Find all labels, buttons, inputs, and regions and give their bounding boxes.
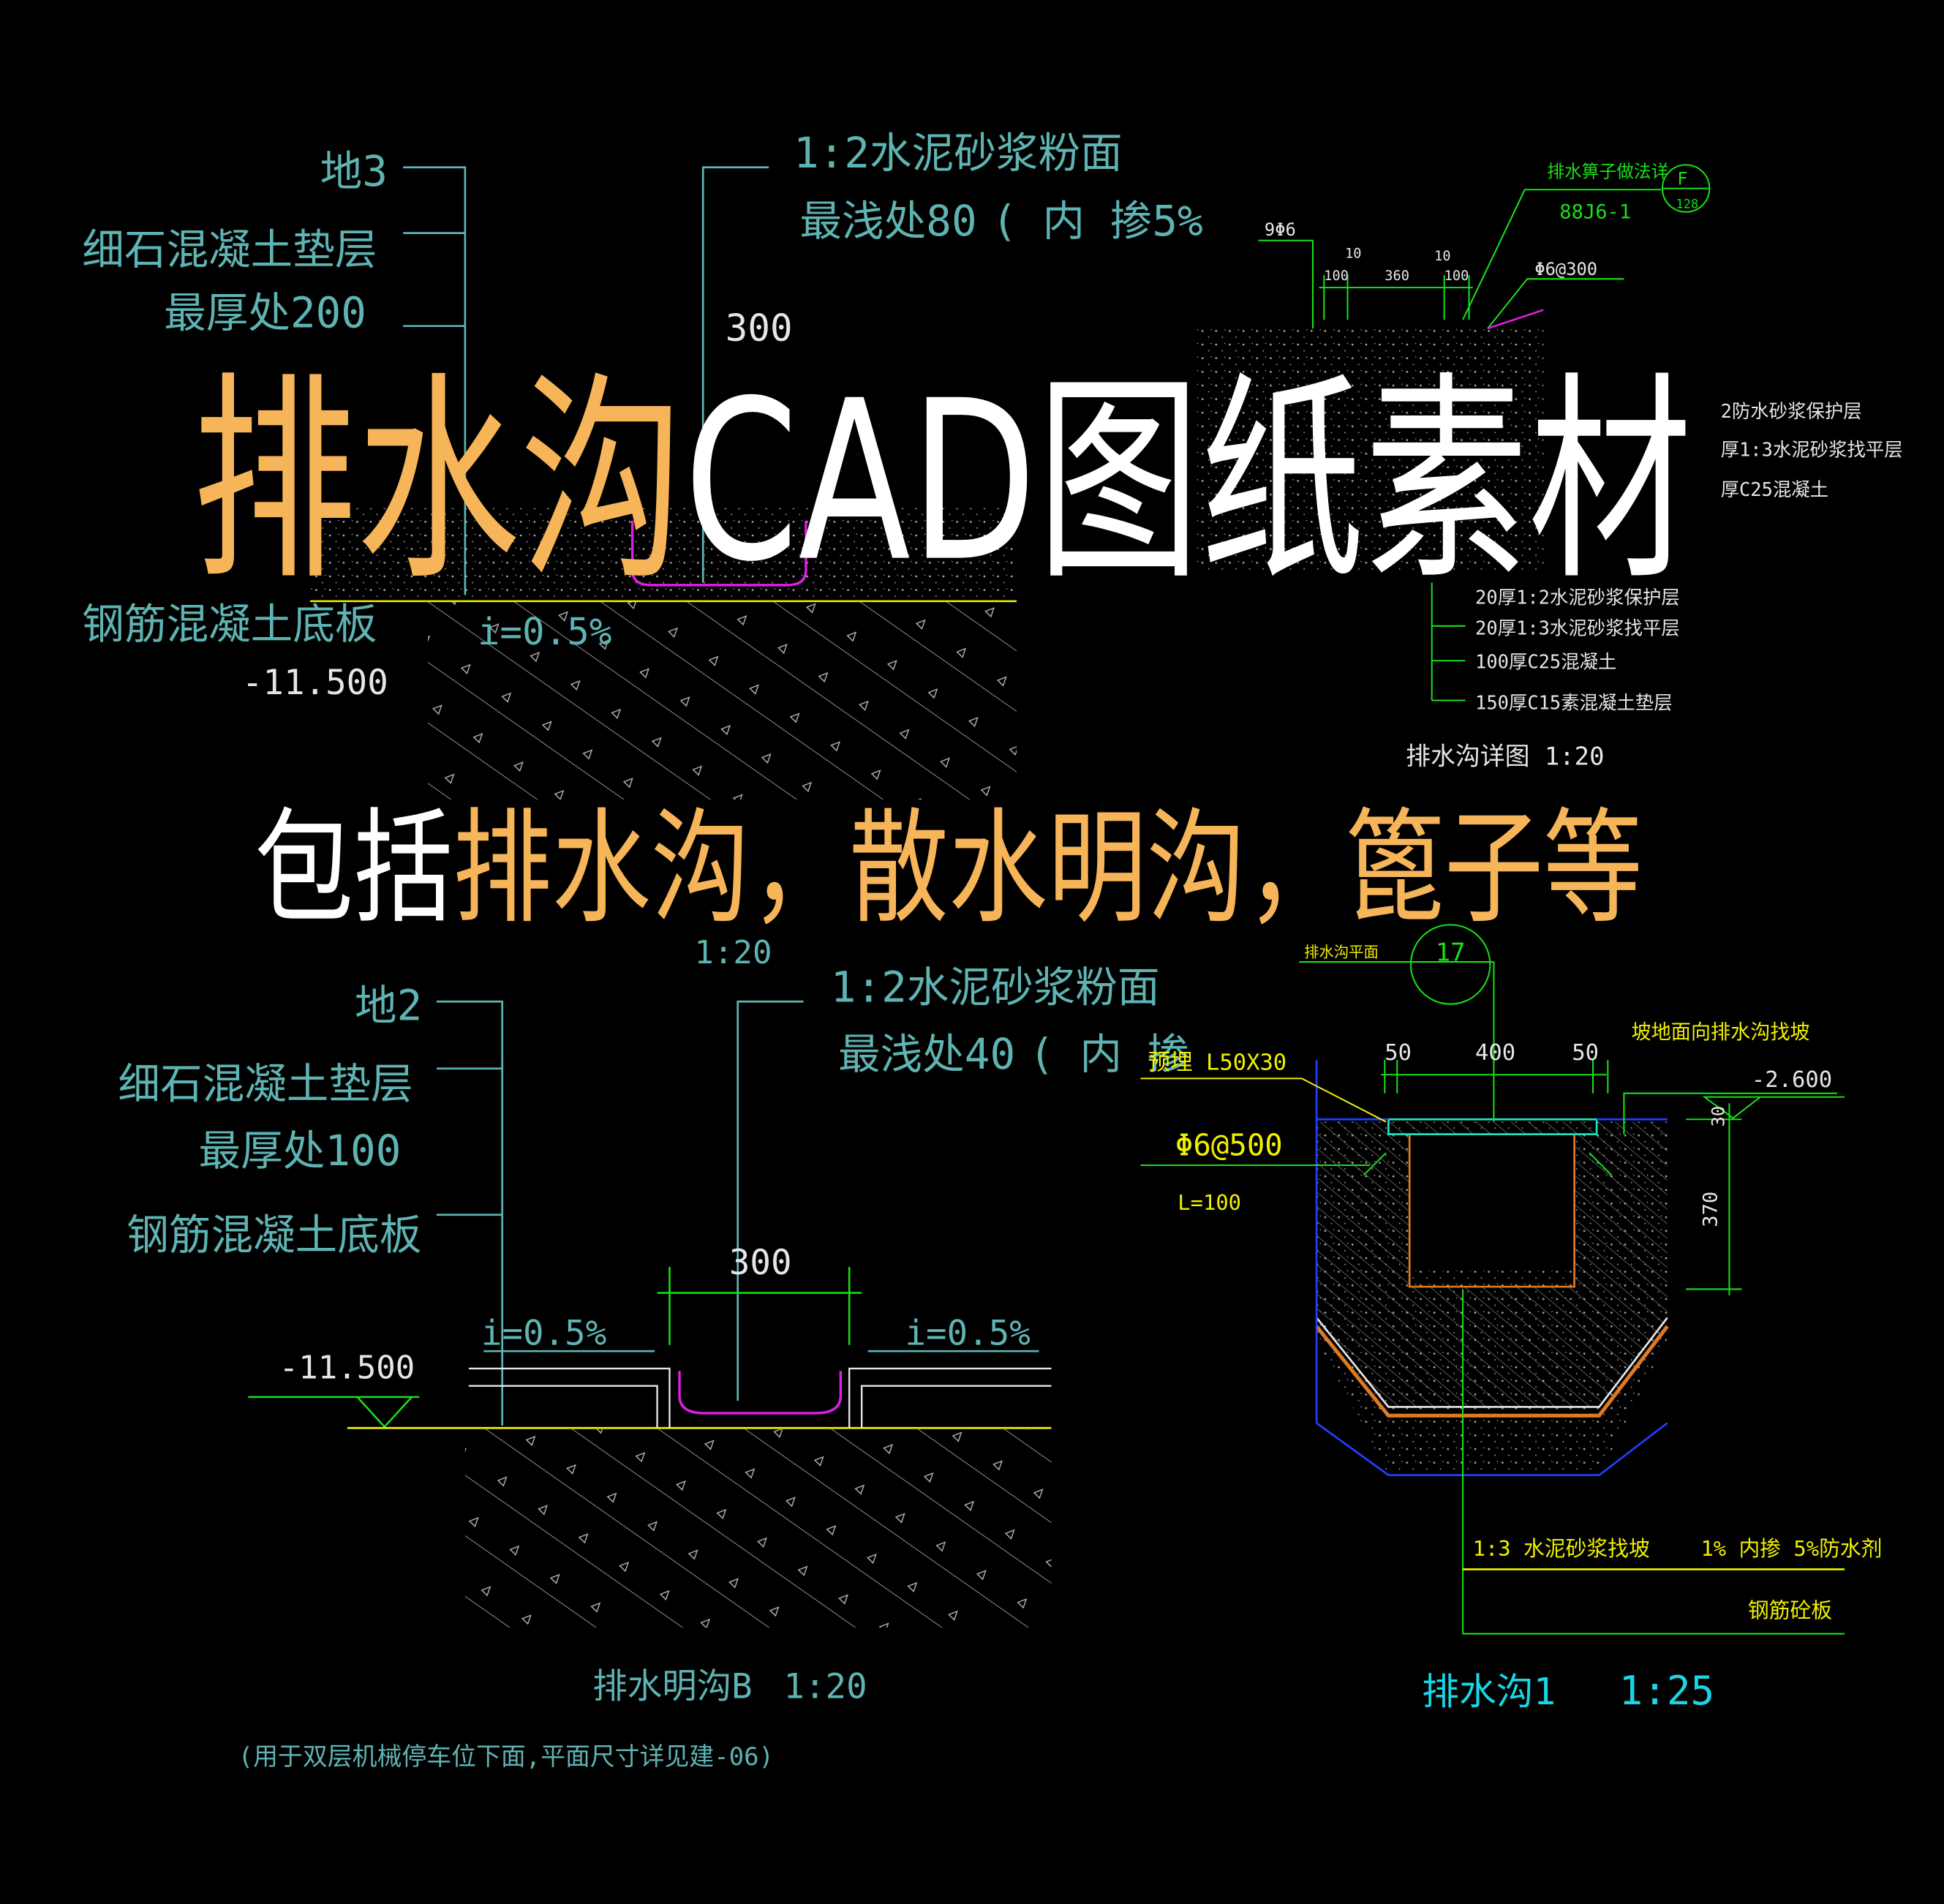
layer1-note: 最厚处200 <box>164 288 366 337</box>
dim-100b: 100 <box>1444 268 1469 284</box>
floor-label: 地3 <box>320 147 388 196</box>
floor-label: 地2 <box>355 982 422 1031</box>
dim-mid: 400 <box>1475 1040 1515 1066</box>
layer-label: 100厚C25混凝土 <box>1475 650 1616 672</box>
side-layer: 厚C25混凝土 <box>1721 478 1829 500</box>
dim-100a: 100 <box>1324 268 1349 284</box>
layer1-note: 最厚处100 <box>199 1126 402 1175</box>
elevation-label: -11.500 <box>279 1349 415 1386</box>
finish-extra: ( 内 掺 <box>1029 1030 1189 1079</box>
grate-ref: 排水箅子做法详 <box>1547 161 1668 181</box>
grate-std: 88J6-1 <box>1559 200 1631 223</box>
drawing-bottom-right: 排水沟平面 17 预埋 L50X30 50 400 50 坡地面向排水沟找坡 -… <box>1140 924 1882 1714</box>
layer-label: 150厚C15素混凝土垫层 <box>1475 691 1673 713</box>
callout-bottom: 128 <box>1676 197 1699 211</box>
callout-top: F <box>1677 169 1687 189</box>
additive-label: 1% 内掺 5%防水剂 <box>1700 1536 1882 1561</box>
usage-note: (用于双层机械停车位下面,平面尺寸详见建-06) <box>238 1742 774 1771</box>
mortar-label: 1:3 水泥砂浆找坡 <box>1473 1536 1650 1561</box>
layer1-label: 细石混凝土垫层 <box>118 1059 412 1108</box>
drawing-bottom-left: 地2 细石混凝土垫层 最厚处100 钢筋混凝土底板 1:2水泥砂浆粉面 最浅处4… <box>118 963 1189 1771</box>
slab-label: 钢筋砼板 <box>1748 1598 1832 1623</box>
rebar-length: L=100 <box>1178 1190 1241 1215</box>
layer1-label: 细石混凝土垫层 <box>82 225 377 274</box>
rebar-label: Φ6@500 <box>1175 1127 1283 1162</box>
width-dim: 300 <box>729 1243 792 1283</box>
scale-label: 1:20 <box>694 934 772 971</box>
dim-10a: 10 <box>1345 246 1361 261</box>
dim-360: 360 <box>1384 268 1409 284</box>
drawing-title: 排水沟详图 1:20 <box>1406 742 1604 771</box>
dim-10b: 10 <box>1434 249 1450 264</box>
subheadline-lead: 包括 <box>255 797 453 941</box>
headline-accent: 排水沟 <box>192 354 684 611</box>
drawing-top-right: 排水箅子做法详 88J6-1 F 128 9Φ6 10 10 100 360 1… <box>1196 161 1903 771</box>
drawing-top-left: 地3 细石混凝土垫层 最厚处200 钢筋混凝土底板 1:2水泥砂浆粉面 最浅处8… <box>82 129 1203 971</box>
finish-label: 1:2水泥砂浆粉面 <box>831 963 1160 1012</box>
layer-label: 20厚1:3水泥砂浆找平层 <box>1475 617 1680 639</box>
drawing-title: 排水明沟B <box>592 1667 752 1707</box>
finish-note: 最浅处80 <box>799 197 976 246</box>
slope-right: i=0.5% <box>905 1314 1030 1354</box>
scale-label: 1:20 <box>783 1667 867 1707</box>
dim-left: 50 <box>1384 1040 1412 1066</box>
side-layer: 2防水砂浆保护层 <box>1721 400 1862 422</box>
slope-left: i=0.5% <box>481 1314 606 1354</box>
finish-extra: ( 内 掺5% <box>992 197 1203 246</box>
layer2-label: 钢筋混凝土底板 <box>82 600 377 649</box>
rebar2: Φ6@300 <box>1534 259 1597 279</box>
scale-label: 1:25 <box>1619 1668 1715 1714</box>
plan-ref: 排水沟平面 <box>1304 943 1379 960</box>
slope-note: 坡地面向排水沟找坡 <box>1632 1021 1810 1044</box>
width-dim: 300 <box>726 306 793 350</box>
layer-label: 20厚1:2水泥砂浆保护层 <box>1475 586 1680 608</box>
embed-label: 预埋 L50X30 <box>1148 1050 1287 1075</box>
subheadline: 包括排水沟，散水明沟，篦子等 <box>255 797 1643 941</box>
elevation-label: -11.500 <box>242 663 388 703</box>
dim-30: 30 <box>1708 1106 1729 1127</box>
headline: 排水沟CAD图纸素材 <box>192 354 1692 611</box>
layer2-label: 钢筋混凝土底板 <box>127 1211 421 1260</box>
side-layer: 厚1:3水泥砂浆找平层 <box>1721 439 1903 461</box>
dim-right: 50 <box>1572 1040 1599 1066</box>
dim-370: 370 <box>1699 1192 1722 1227</box>
slope-label: i=0.5% <box>478 610 612 653</box>
subheadline-items: 排水沟，散水明沟，篦子等 <box>453 797 1643 941</box>
headline-main: CAD图纸素材 <box>684 354 1692 611</box>
drawing-title: 排水沟1 <box>1422 1670 1556 1713</box>
elevation-label: -2.600 <box>1752 1067 1832 1093</box>
rebar1: 9Φ6 <box>1265 219 1296 240</box>
finish-label: 1:2水泥砂浆粉面 <box>794 129 1123 178</box>
callout-number: 17 <box>1436 938 1466 966</box>
finish-note: 最浅处40 <box>838 1030 1015 1079</box>
